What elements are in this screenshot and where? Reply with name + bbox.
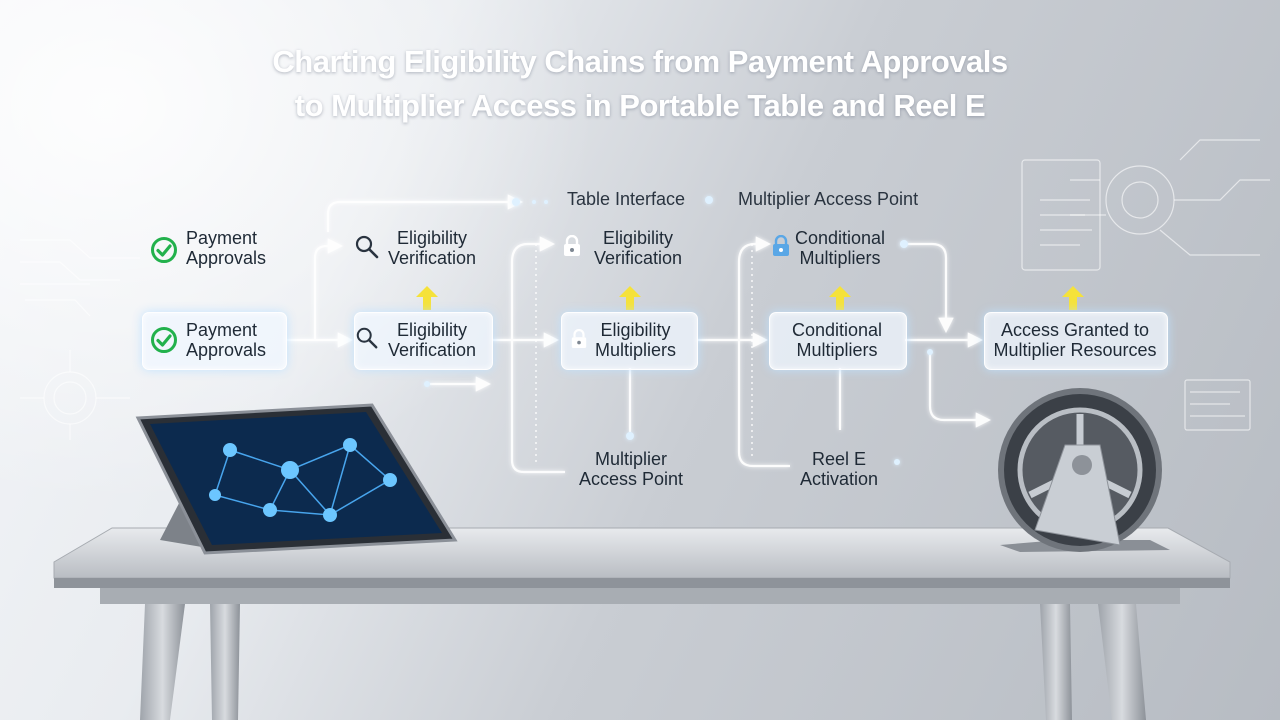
upper-payment-line-1: Payment [186,228,258,248]
upper-ev2-line-2: Verification [593,248,683,268]
main-ag-line-2: Multiplier Resources [993,340,1157,360]
node-eligibility-verification [354,312,493,370]
node-conditional-multipliers [769,312,907,370]
label-table-interface: Table Interface [567,189,686,209]
upper-ev-line-1: Eligibility [396,228,468,248]
main-payment-approvals: Payment Approvals [186,320,266,360]
upper-ev2-line-1: Eligibility [602,228,674,248]
upper-conditional-multipliers: Conditional Multipliers [780,228,900,268]
main-access-granted: Access Granted to Multiplier Resources [984,320,1166,360]
main-ag-line-1: Access Granted to [1000,320,1150,340]
main-payment-line-2: Approvals [186,340,267,360]
check-circle-icon [150,326,178,359]
padlock-icon-blue [771,234,791,262]
upper-eligibility-verification: Eligibility Verification [372,228,492,268]
main-eligibility-multipliers: Eligibility Multipliers [578,320,693,360]
upper-eligibility-verification-2: Eligibility Verification [578,228,698,268]
main-ev-line-1: Eligibility [396,320,468,340]
main-payment-line-1: Payment [186,320,258,340]
upper-cm-line-2: Multipliers [799,248,881,268]
lower-multiplier-access-point: Multiplier Access Point [566,449,696,489]
main-conditional-multipliers: Conditional Multipliers [769,320,905,360]
lower-map-line-1: Multiplier [594,449,668,469]
upper-payment-approvals: Payment Approvals [186,228,266,268]
upper-payment-line-2: Approvals [186,248,267,268]
magnifier-icon [354,234,380,265]
magnifier-icon [355,326,379,355]
padlock-icon [562,234,582,262]
lower-ra-line-2: Activation [799,469,879,489]
arrow-up-icon [618,285,642,316]
label-multiplier-access-point-top: Multiplier Access Point [738,189,919,209]
arrow-up-icon [828,285,852,316]
title-line-1: Charting Eligibility Chains from Payment… [272,44,1008,79]
upper-ev-line-2: Verification [387,248,477,268]
node-access-granted [984,312,1168,370]
lower-reel-activation: Reel E Activation [784,449,894,489]
check-circle-icon [150,236,178,269]
main-cm-line-2: Multipliers [796,340,878,360]
lower-ra-line-1: Reel E [811,449,867,469]
main-ev-line-2: Verification [387,340,477,360]
title-line-2: to Multiplier Access in Portable Table a… [294,88,986,123]
lower-map-line-2: Access Point [578,469,684,489]
main-em-line-1: Eligibility [600,320,671,340]
padlock-icon [570,328,588,354]
arrow-up-icon [415,285,439,316]
main-eligibility-verification: Eligibility Verification [372,320,492,360]
upper-cm-line-1: Conditional [794,228,886,248]
arrow-up-icon [1061,285,1085,316]
main-em-line-2: Multipliers [594,340,677,360]
main-cm-line-1: Conditional [791,320,883,340]
